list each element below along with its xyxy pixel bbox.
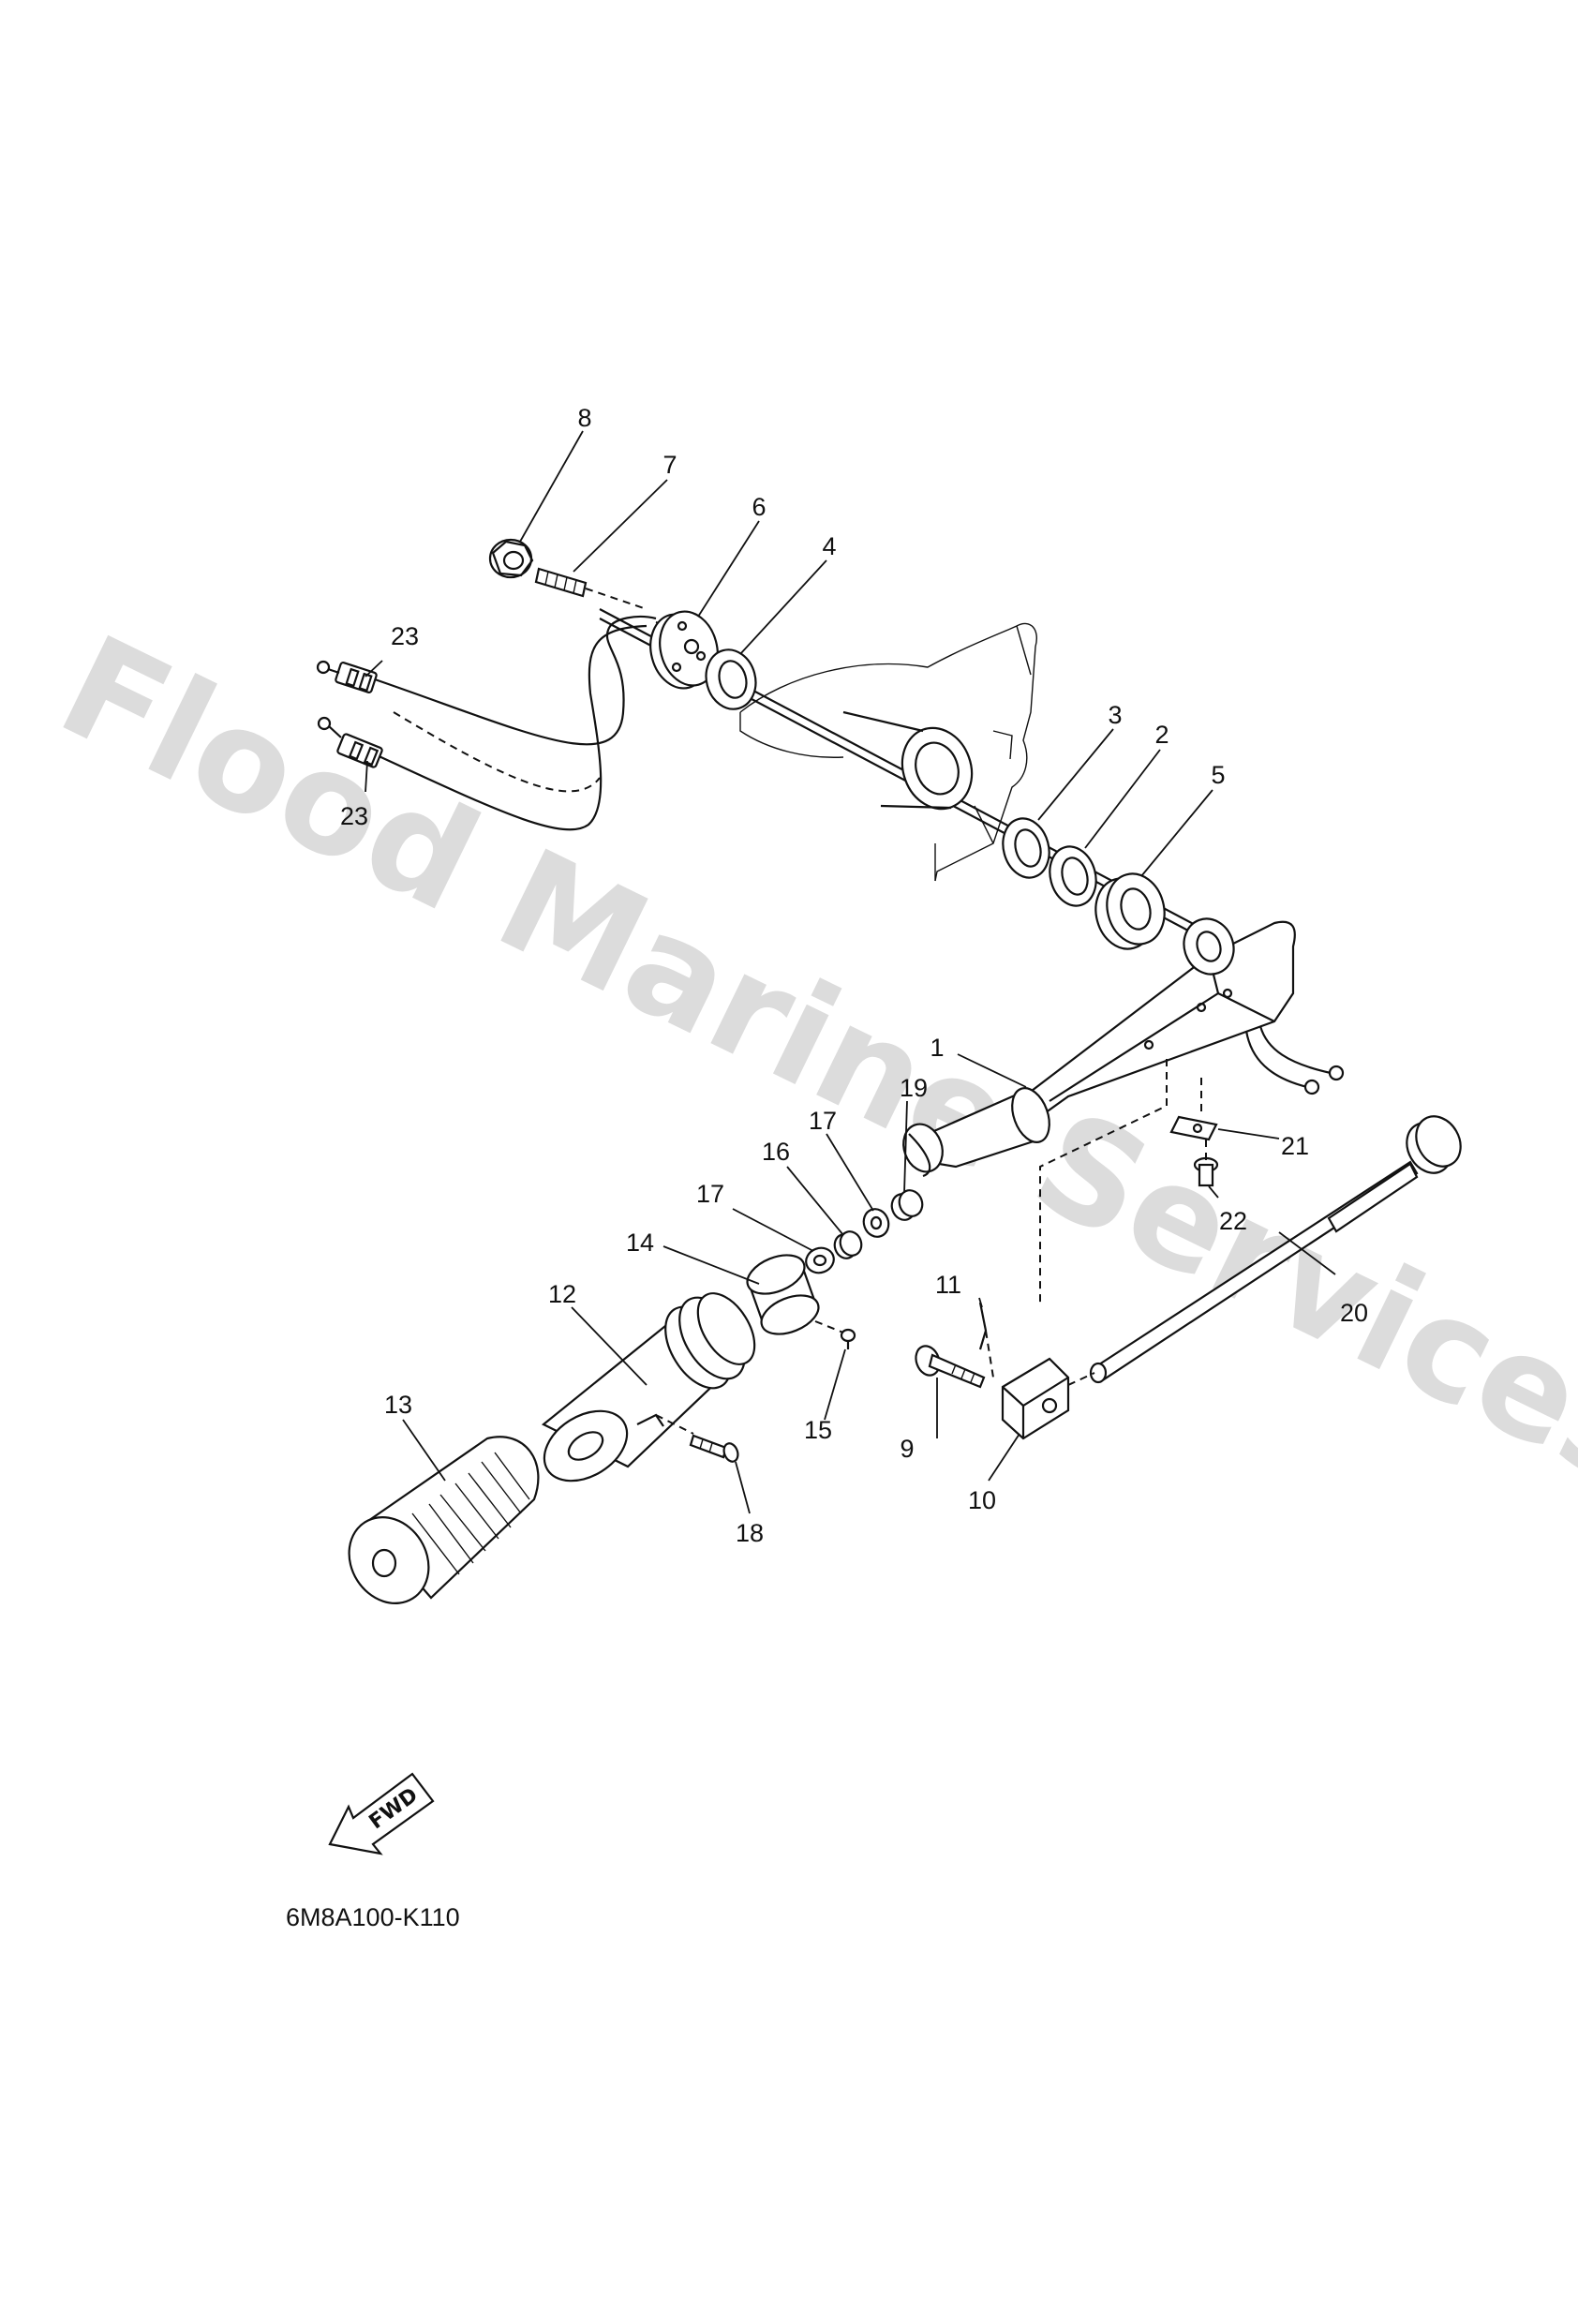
part-21-plate — [1169, 1078, 1218, 1141]
cable-end-lower — [317, 716, 383, 768]
part-13-grip — [348, 1436, 540, 1604]
callout-14: 14 — [626, 1229, 654, 1257]
callout-3: 3 — [1108, 701, 1122, 729]
mount-outline — [739, 622, 1037, 882]
callout-18: 18 — [736, 1519, 764, 1547]
callout-11: 11 — [935, 1271, 961, 1299]
callout-19: 19 — [900, 1074, 928, 1102]
part-11-pin — [978, 1302, 994, 1378]
part-4-washer — [705, 648, 757, 710]
part-19-bushing — [890, 1189, 924, 1221]
part-7-stud — [534, 567, 648, 610]
part-9-screw — [915, 1345, 986, 1389]
callout-4: 4 — [822, 532, 836, 560]
part-5-bushing — [1094, 872, 1166, 950]
part-18-screw — [689, 1434, 739, 1463]
callout-16: 16 — [762, 1138, 790, 1166]
part-3-washer — [1002, 817, 1050, 879]
part-17-washer-b — [862, 1208, 890, 1238]
part-20-shaft — [1089, 1115, 1462, 1384]
part-17-washer-a — [805, 1246, 835, 1274]
part-16-spring — [833, 1230, 863, 1259]
part-14-collar — [746, 1254, 820, 1335]
callout-6: 6 — [752, 493, 766, 521]
callout-23b: 23 — [340, 802, 368, 830]
part-6-plate — [649, 610, 719, 690]
leader-lines — [365, 430, 1336, 1514]
part-2-washer — [1049, 845, 1097, 907]
callout-23a: 23 — [391, 622, 419, 650]
callout-20: 20 — [1340, 1299, 1368, 1327]
part-12-grip-shaft — [541, 1292, 756, 1482]
callout-8: 8 — [577, 404, 591, 432]
callout-9: 9 — [900, 1435, 914, 1463]
callout-21: 21 — [1281, 1132, 1309, 1160]
callout-1: 1 — [930, 1034, 944, 1062]
bracket-tube — [842, 710, 974, 811]
watermark: Flood Marine Services — [37, 605, 1578, 1520]
callout-5: 5 — [1211, 761, 1225, 789]
callout-12: 12 — [548, 1280, 576, 1308]
callout-13: 13 — [384, 1391, 412, 1419]
part-10-block — [1001, 1357, 1095, 1440]
callout-10: 10 — [968, 1486, 996, 1514]
part-1-steering-bracket — [902, 917, 1345, 1178]
watermark-text: Flood Marine Services — [37, 605, 1578, 1520]
part-15-screw — [814, 1320, 856, 1349]
fwd-arrow-icon — [328, 1772, 435, 1855]
callout-15: 15 — [804, 1416, 832, 1444]
callout-17b: 17 — [809, 1107, 837, 1135]
callout-17a: 17 — [696, 1180, 724, 1208]
callout-22: 22 — [1219, 1207, 1247, 1235]
fwd-arrow: FWD — [328, 1772, 435, 1855]
cable-end-upper — [316, 660, 378, 693]
part-8-nut — [488, 538, 534, 579]
assembly-line — [1039, 1059, 1168, 1303]
callout-2: 2 — [1154, 721, 1169, 749]
diagram-code: 6M8A100-K110 — [286, 1903, 460, 1931]
part-22-screw — [1193, 1140, 1219, 1187]
callout-7: 7 — [662, 451, 677, 479]
callout-labels: 1 2 3 4 5 6 7 8 9 10 11 12 13 14 15 16 1… — [340, 404, 1368, 1547]
throttle-cables — [316, 615, 713, 831]
